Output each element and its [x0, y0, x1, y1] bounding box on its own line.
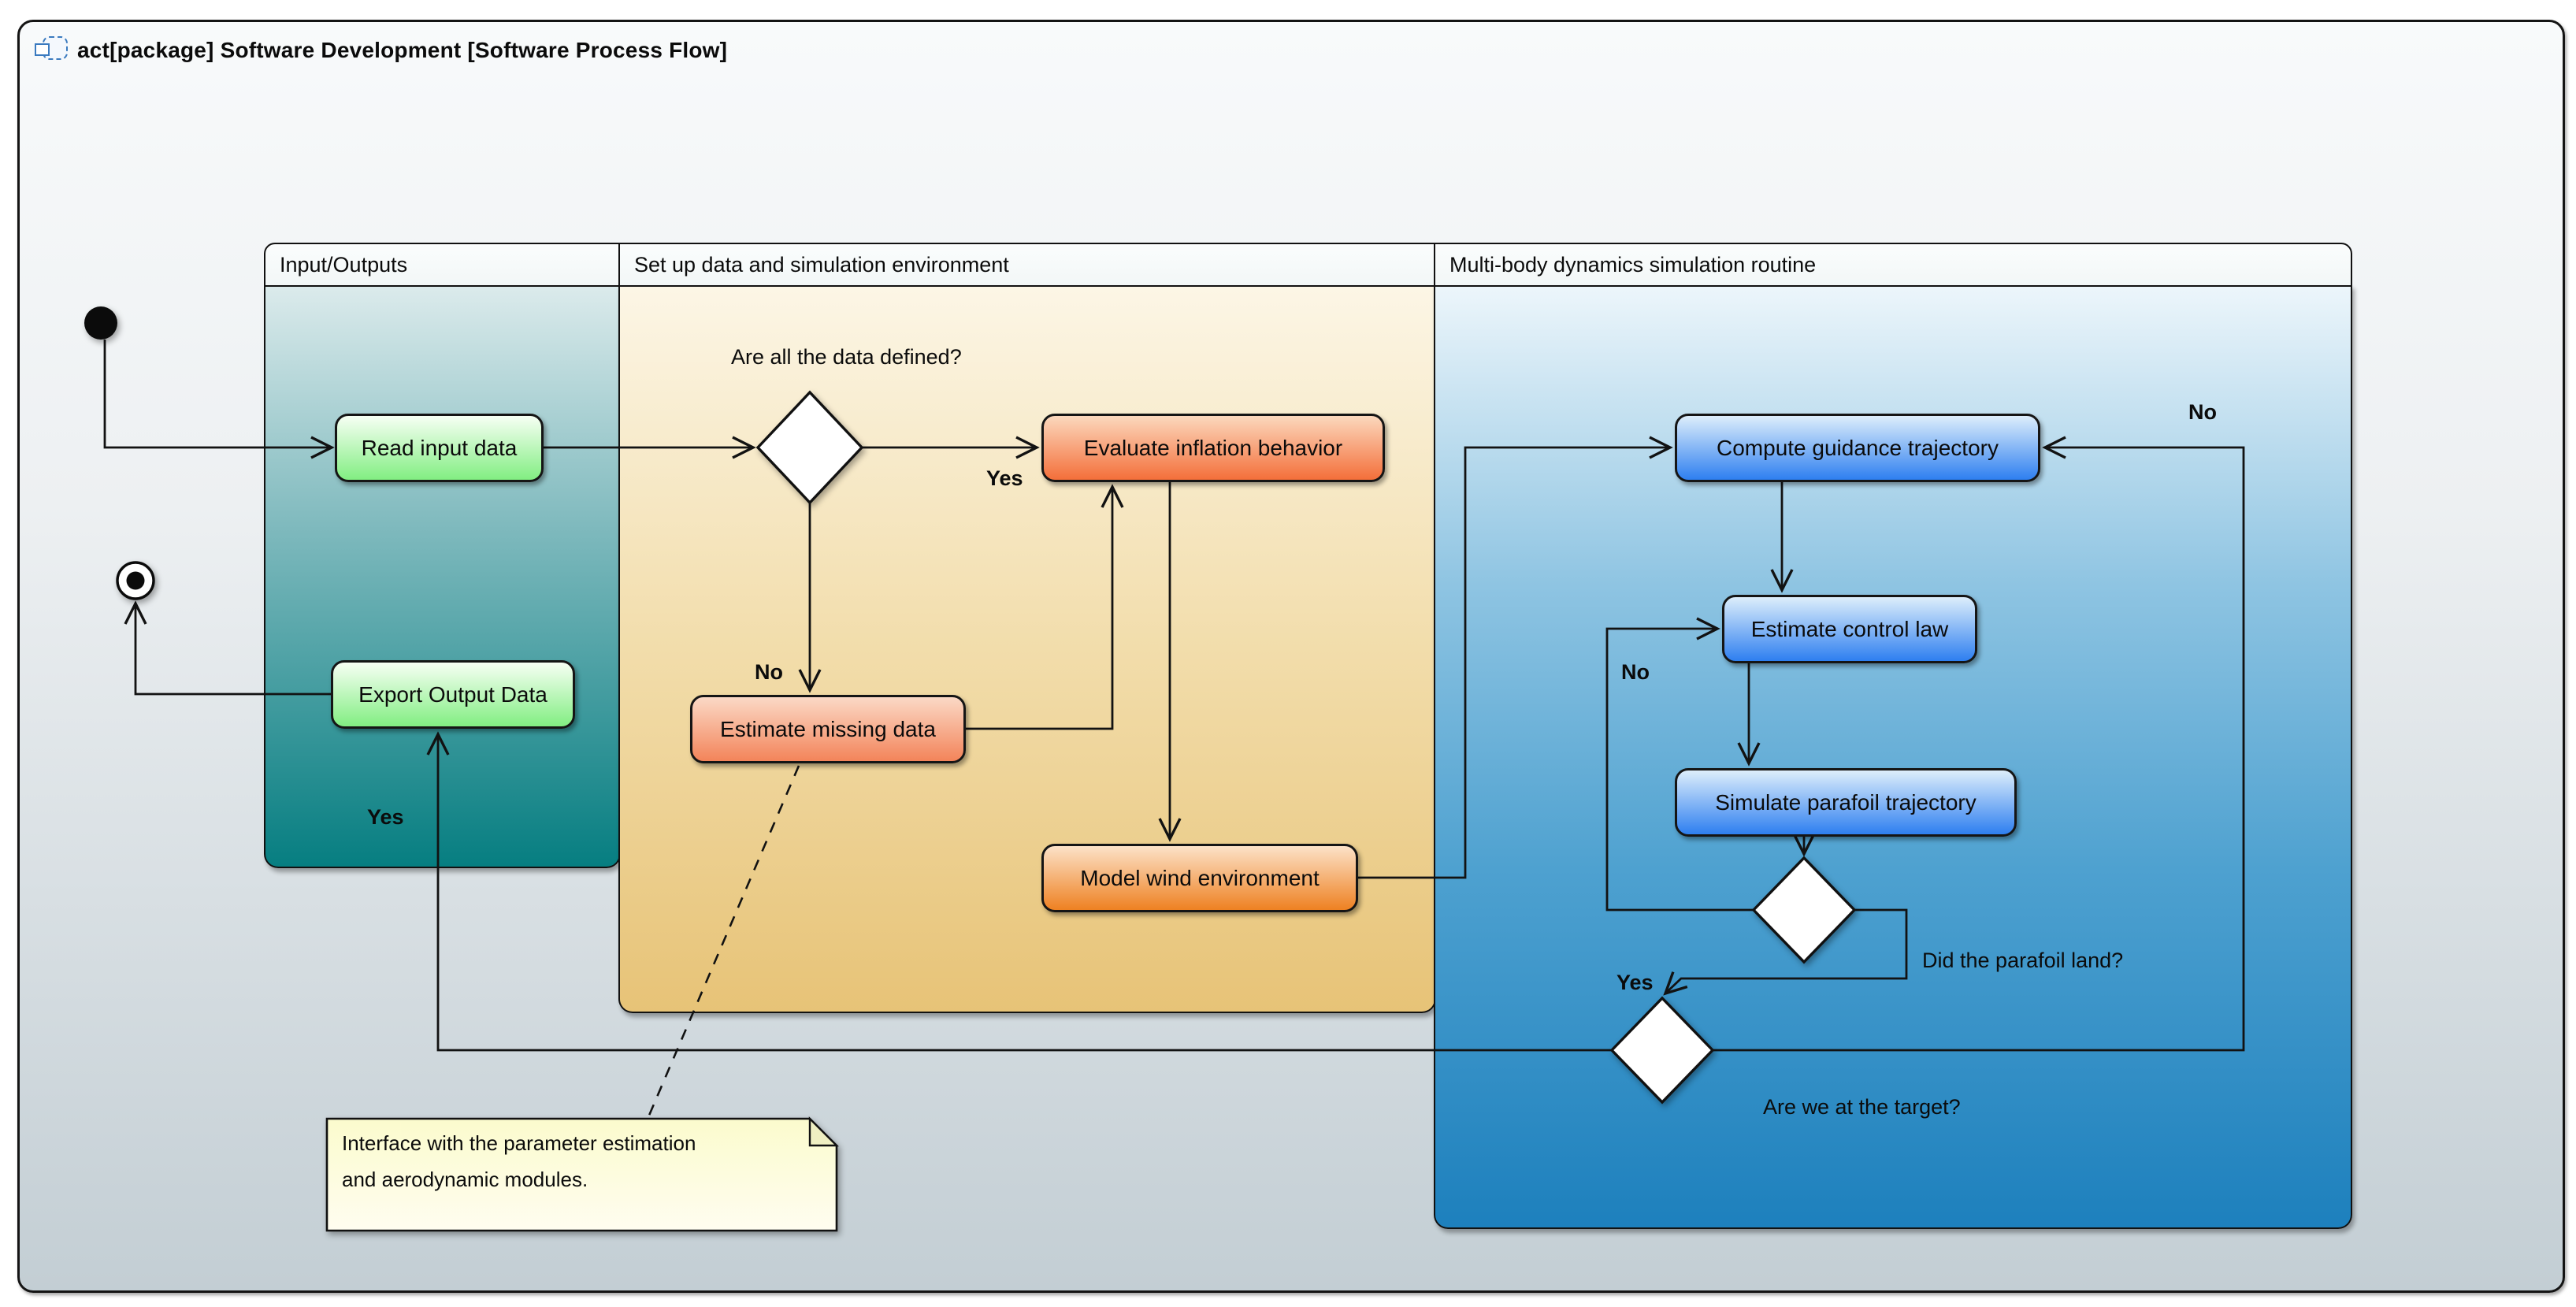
action-evaluate-inflation-behavior[interactable]: Evaluate inflation behavior [1041, 414, 1385, 482]
edge-land-no-to-control[interactable] [1605, 617, 1754, 912]
swimlane-header-inputs[interactable]: Input/Outputs [264, 243, 621, 287]
initial-node[interactable] [84, 306, 117, 340]
action-label: Model wind environment [1080, 865, 1320, 890]
action-estimate-missing-data[interactable]: Estimate missing data [690, 695, 966, 763]
edge-land-yes-to-target-decision[interactable] [1663, 908, 1908, 996]
note-text-line2: and aerodynamic modules. [342, 1168, 588, 1191]
guard-label-no-estimate: No [755, 660, 783, 684]
guard-label-no-control: No [1621, 660, 1650, 684]
edge-target-no-to-compute-guidance[interactable] [1713, 436, 2245, 1052]
edge-estimate-to-evaluate[interactable] [966, 484, 1124, 730]
action-label: Evaluate inflation behavior [1083, 435, 1343, 460]
action-model-wind-environment[interactable]: Model wind environment [1041, 844, 1358, 912]
question-parafoil-land: Did the parafoil land? [1922, 949, 2124, 972]
edge-model-wind-to-compute-guidance[interactable] [1358, 436, 1673, 879]
activity-diagram-icon-front [35, 43, 50, 56]
action-compute-guidance-trajectory[interactable]: Compute guidance trajectory [1675, 414, 2040, 482]
edge-initial-to-read-input[interactable] [103, 340, 335, 459]
edge-target-yes-to-export[interactable] [426, 731, 1612, 1052]
action-label: Read input data [361, 435, 518, 460]
action-simulate-parafoil-trajectory[interactable]: Simulate parafoil trajectory [1675, 768, 2017, 837]
action-estimate-control-law[interactable]: Estimate control law [1722, 595, 1977, 663]
guard-label-yes-target-check: Yes [1616, 971, 1654, 994]
action-read-input-data[interactable]: Read input data [335, 414, 544, 482]
question-at-target: Are we at the target? [1763, 1095, 1961, 1119]
activity-diagram-icon [35, 36, 68, 65]
swimlane-title-setup: Set up data and simulation environment [634, 252, 1009, 277]
action-label: Compute guidance trajectory [1717, 435, 1999, 460]
final-node[interactable] [116, 561, 155, 600]
decision-data-defined[interactable] [755, 390, 864, 505]
guard-label-yes-export: Yes [367, 805, 404, 829]
edge-export-to-final[interactable] [124, 600, 331, 696]
diagram-title-bar: act[package] Software Development [Softw… [35, 36, 727, 65]
note-text-line1: Interface with the parameter estimation [342, 1131, 696, 1155]
swimlane-title-simulation: Multi-body dynamics simulation routine [1449, 252, 1817, 277]
decision-at-target[interactable] [1609, 996, 1715, 1105]
action-label: Estimate missing data [720, 716, 936, 741]
diagram-title: act[package] Software Development [Softw… [77, 38, 728, 62]
swimlane-title-inputs: Input/Outputs [280, 252, 408, 277]
decision-parafoil-land[interactable] [1751, 856, 1857, 964]
action-export-output-data[interactable]: Export Output Data [331, 660, 575, 729]
note-shape[interactable] [325, 1116, 839, 1232]
swimlane-header-simulation[interactable]: Multi-body dynamics simulation routine [1434, 243, 2352, 287]
action-label: Export Output Data [358, 681, 547, 707]
guard-label-no-guidance: No [2188, 400, 2217, 424]
note-anchor-line[interactable] [647, 765, 800, 1118]
swimlane-header-setup[interactable]: Set up data and simulation environment [618, 243, 1436, 287]
action-label: Simulate parafoil trajectory [1715, 789, 1977, 815]
swimlane-body-inputs [264, 284, 621, 868]
note-fold-corner [808, 1116, 839, 1147]
action-label: Estimate control law [1750, 616, 1949, 641]
guard-label-yes-evaluate: Yes [986, 466, 1023, 490]
question-data-defined: Are all the data defined? [731, 345, 962, 369]
